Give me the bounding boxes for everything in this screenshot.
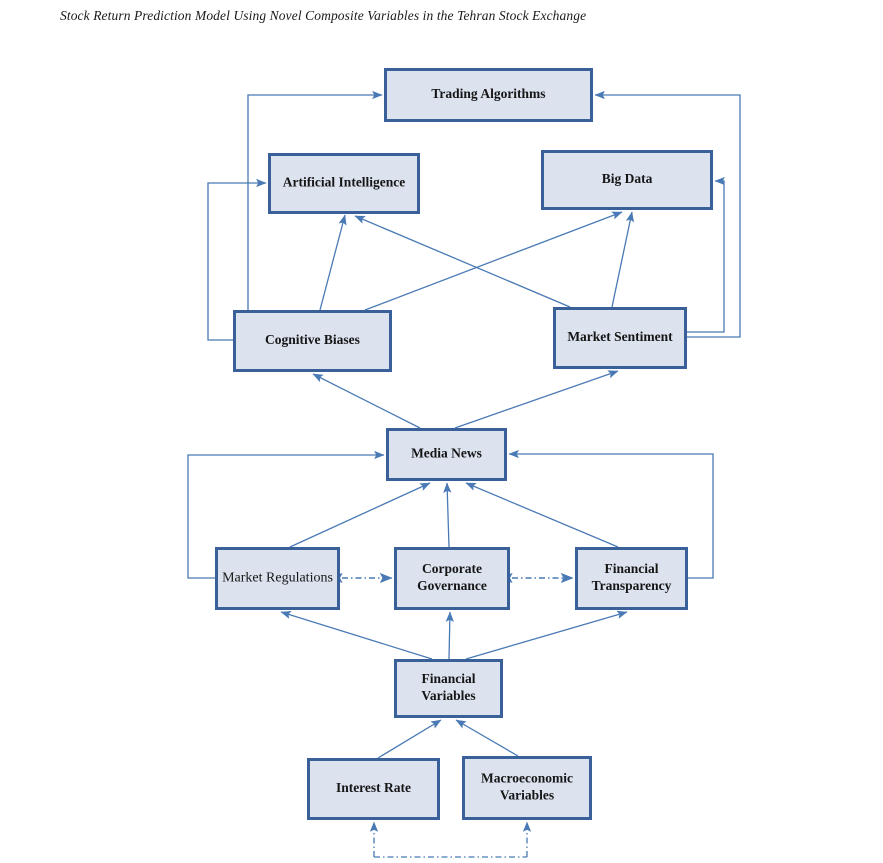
node-label-interest-rate: Interest Rate xyxy=(336,780,411,795)
node-label-cognitive-biases: Cognitive Biases xyxy=(265,332,360,347)
node-box-interest-rate xyxy=(307,758,440,820)
edge-financial-variables-to-market-regulations xyxy=(280,610,433,660)
node-box-trading-algorithms xyxy=(384,68,593,122)
node-box-big-data xyxy=(541,150,713,210)
node-artificial-intelligence[interactable]: Artificial Intelligence xyxy=(268,153,420,214)
node-box-financial-transparency xyxy=(575,547,688,610)
node-label-market-regulations: Market Regulations xyxy=(222,571,333,586)
node-label-financial-variables: Variables xyxy=(421,688,475,703)
edge-market-regulations-to-media-news-loop xyxy=(187,450,385,579)
edge-layer xyxy=(187,90,741,858)
node-label-corporate-governance: Governance xyxy=(417,578,487,593)
edge-financial-variables-to-financial-transparency xyxy=(465,610,628,660)
figure-title: Stock Return Prediction Model Using Nove… xyxy=(60,8,587,23)
edge-corporate-governance-to-media-news xyxy=(443,482,452,548)
node-label-corporate-governance: Corporate xyxy=(422,561,482,576)
edge-financial-transparency-to-media-news-loop xyxy=(508,449,714,579)
edge-market-sentiment-to-trading-algorithms xyxy=(594,90,741,338)
node-label-media-news: Media News xyxy=(411,446,482,461)
node-box-corporate-governance xyxy=(394,547,510,610)
node-label-financial-variables: Financial xyxy=(421,671,475,686)
node-box-artificial-intelligence xyxy=(268,153,420,214)
node-label-financial-transparency: Transparency xyxy=(592,578,672,593)
edge-interest-rate-to-financial-variables xyxy=(377,719,442,759)
node-media-news[interactable]: Media News xyxy=(386,428,507,481)
node-interest-rate[interactable]: Interest Rate xyxy=(307,758,440,820)
node-box-macroeconomic-variables xyxy=(462,756,592,820)
node-label-macroeconomic-variables: Macroeconomic xyxy=(481,771,573,786)
edge-cognitive-biases-to-artificial-intelligence-loop xyxy=(207,178,267,341)
edge-financial-variables-to-corporate-governance xyxy=(445,611,454,660)
node-box-cognitive-biases xyxy=(233,310,392,372)
node-label-artificial-intelligence: Artificial Intelligence xyxy=(283,175,406,190)
node-cognitive-biases[interactable]: Cognitive Biases xyxy=(233,310,392,372)
node-box-media-news xyxy=(386,428,507,481)
edge-market-sentiment-to-big-data-loop xyxy=(687,176,725,333)
node-big-data[interactable]: Big Data xyxy=(541,150,713,210)
node-label-macroeconomic-variables: Variables xyxy=(500,788,554,803)
node-label-trading-algorithms: Trading Algorithms xyxy=(431,86,545,101)
edge-cognitive-biases-to-artificial-intelligence xyxy=(319,214,347,311)
edge-media-news-to-market-sentiment xyxy=(454,370,619,429)
node-label-financial-transparency: Financial xyxy=(604,561,658,576)
node-market-regulations[interactable]: Market Regulations xyxy=(215,547,340,610)
edge-cognitive-biases-to-big-data xyxy=(364,211,623,311)
edge-macroeconomic-variables-to-financial-variables xyxy=(455,719,519,757)
edge-market-regulations-to-media-news xyxy=(289,482,431,548)
edge-cognitive-biases-to-trading-algorithms xyxy=(247,90,383,310)
node-trading-algorithms[interactable]: Trading Algorithms xyxy=(384,68,593,122)
node-label-market-sentiment: Market Sentiment xyxy=(567,329,673,344)
edge-market-sentiment-to-artificial-intelligence xyxy=(354,215,571,308)
node-label-big-data: Big Data xyxy=(602,171,653,186)
node-box-financial-variables xyxy=(394,659,503,718)
edge-media-news-to-cognitive-biases xyxy=(312,373,421,429)
node-box-market-regulations xyxy=(215,547,340,610)
node-market-sentiment[interactable]: Market Sentiment xyxy=(553,307,687,369)
node-box-market-sentiment xyxy=(553,307,687,369)
edge-market-sentiment-to-big-data xyxy=(611,211,635,308)
edge-financial-transparency-to-media-news xyxy=(465,482,619,548)
